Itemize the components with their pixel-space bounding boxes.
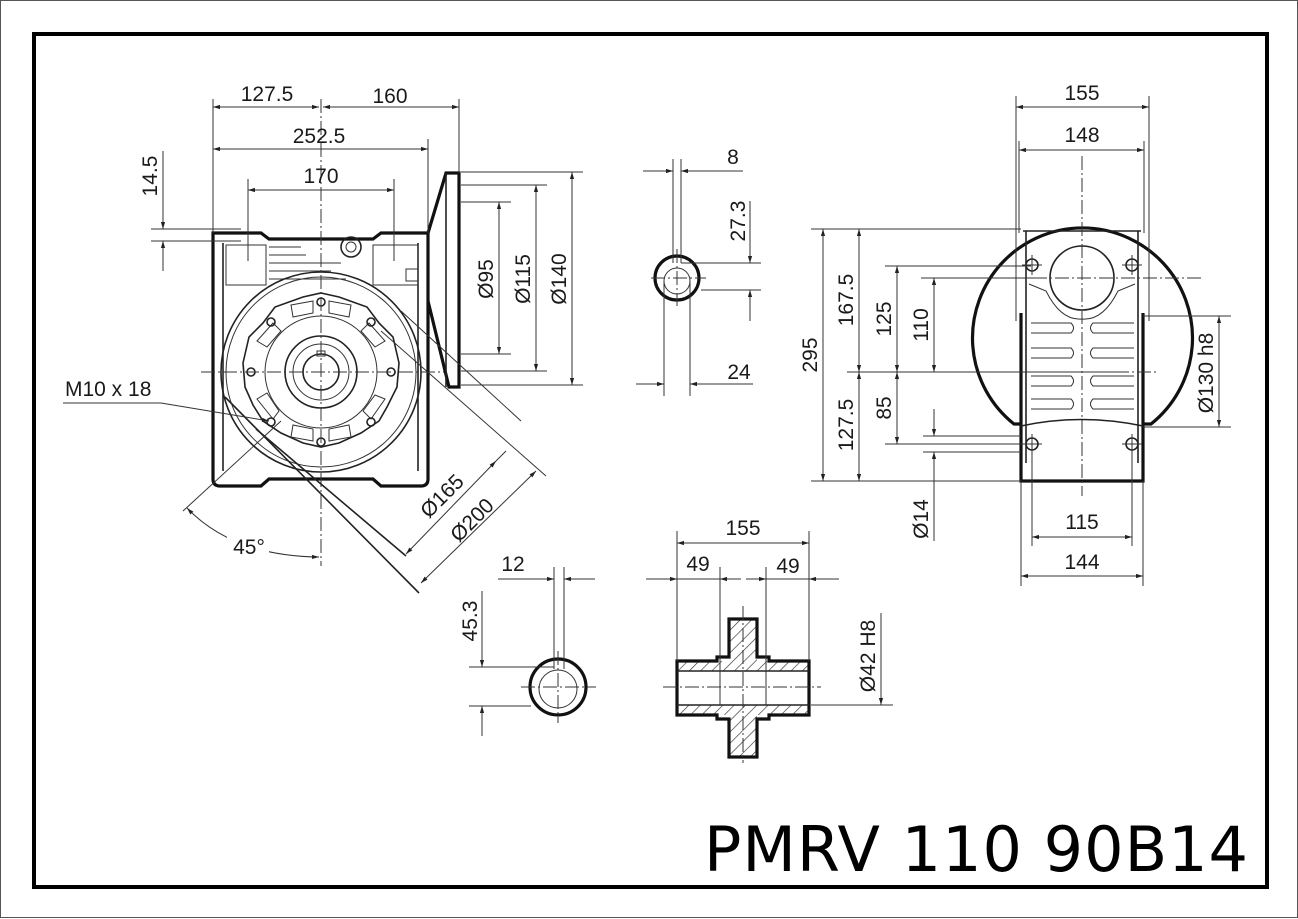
- output-bore-detail: 12 45.3: [459, 553, 596, 736]
- dim-d14: Ø14: [910, 499, 933, 539]
- side-view: 155 148 295 167.5 127.5 125 85 110 Ø14 Ø…: [799, 82, 1231, 586]
- dim-side-155: 155: [1064, 82, 1099, 105]
- dim-295: 295: [799, 337, 822, 372]
- dim-115: 115: [1065, 511, 1098, 534]
- callout-thread: M10 x 18: [65, 378, 151, 401]
- dim-127-5: 127.5: [241, 83, 294, 106]
- dim-14-5: 14.5: [139, 156, 162, 197]
- dim-d115: Ø115: [512, 254, 535, 304]
- dim-side-127-5: 127.5: [835, 399, 858, 452]
- dim-d140: Ø140: [548, 253, 571, 304]
- dim-angle: 45°: [233, 536, 265, 559]
- dim-252-5: 252.5: [293, 125, 346, 148]
- dim-key-8: 8: [727, 146, 739, 169]
- front-view: 127.5 160 252.5 170 14.5 Ø95 Ø115 Ø140 M…: [63, 83, 583, 594]
- hollow-shaft-section: 155 49 49 Ø42 H8: [646, 517, 893, 763]
- dim-bore-24: 24: [727, 361, 751, 384]
- input-shaft-detail: 8 27.3 24: [636, 146, 761, 396]
- dim-45-3: 45.3: [459, 601, 482, 642]
- dim-side-148: 148: [1064, 124, 1099, 147]
- plug-icon: [340, 236, 362, 258]
- drawing-title: PMRV 110 90B14: [704, 813, 1249, 886]
- dim-160: 160: [372, 85, 407, 108]
- dim-d130: Ø130 h8: [1195, 333, 1218, 414]
- dim-key-12: 12: [501, 553, 524, 576]
- dim-d200: Ø200: [446, 494, 499, 547]
- dim-27-3: 27.3: [727, 201, 750, 242]
- dim-d95: Ø95: [475, 259, 498, 299]
- dim-left-49: 49: [686, 553, 709, 576]
- dim-170: 170: [303, 165, 338, 188]
- dim-167-5: 167.5: [835, 274, 858, 327]
- dim-right-49: 49: [776, 555, 799, 578]
- dim-d42: Ø42 H8: [857, 620, 880, 692]
- dim-110: 110: [910, 308, 933, 341]
- dim-144: 144: [1064, 551, 1099, 574]
- dim-125: 125: [873, 301, 896, 336]
- dim-85: 85: [873, 396, 896, 419]
- drawing-frame: [32, 32, 1269, 889]
- dim-shaft-155: 155: [725, 517, 760, 540]
